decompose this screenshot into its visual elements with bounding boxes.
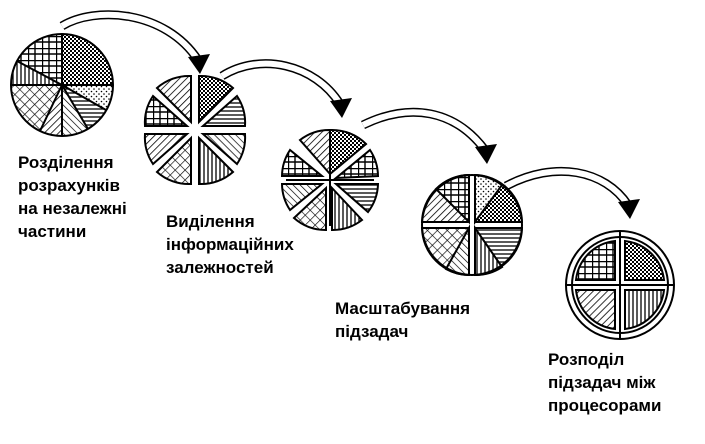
step-label-line: Розділення: [18, 153, 114, 172]
step-label-line: частини: [18, 222, 87, 241]
step-label-line: інформаційних: [166, 235, 294, 254]
stage-4-grouped-circle: [420, 173, 524, 277]
step-label-line: залежностей: [166, 258, 274, 277]
step-label-line: Розподіл: [548, 350, 625, 369]
step-label-partitioning: Розділення розрахунків на незалежні част…: [18, 151, 127, 243]
arrow-4: [503, 166, 640, 219]
stage-2-dependency-circle: [143, 74, 247, 186]
step-label-line: Масштабування: [335, 299, 471, 318]
stage-5-mapping-circle: [565, 230, 675, 340]
step-label-agglomeration: Масштабування підзадач: [335, 297, 470, 343]
step-label-communication: Виділення інформаційних залежностей: [166, 210, 294, 279]
step-label-line: розрахунків: [18, 176, 120, 195]
stage-1-partition-circle: [10, 33, 114, 137]
step-label-line: підзадач між: [548, 373, 656, 392]
step-label-mapping: Розподіл підзадач між процесорами: [548, 348, 661, 417]
arrow-3: [361, 107, 497, 164]
stage-3-agglomeration-circle: [280, 128, 380, 232]
step-label-line: підзадач: [335, 322, 409, 341]
step-label-line: Виділення: [166, 212, 255, 231]
step-label-line: на незалежні: [18, 199, 127, 218]
arrow-2: [219, 59, 352, 118]
step-label-line: процесорами: [548, 396, 662, 415]
arrow-1: [59, 10, 210, 74]
